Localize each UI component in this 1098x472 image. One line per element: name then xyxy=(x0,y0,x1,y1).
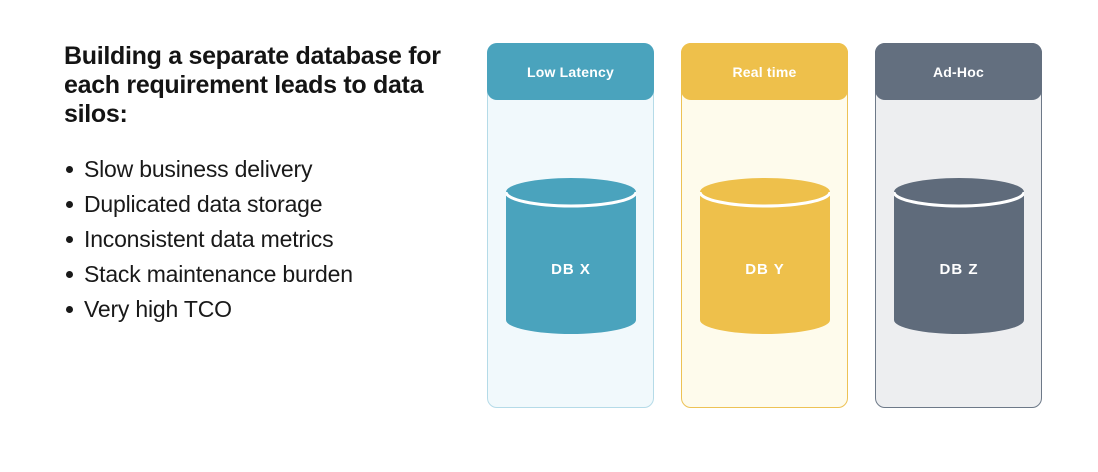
card-ad-hoc: Ad-Hoc DB Z xyxy=(875,43,1042,408)
database-cylinder-icon: DB Y xyxy=(699,178,830,334)
card-header-ad-hoc: Ad-Hoc xyxy=(875,43,1042,100)
card-real-time: Real time DB Y xyxy=(681,43,848,408)
database-cylinder-icon: DB Z xyxy=(893,178,1024,334)
pain-point-item: Inconsistent data metrics xyxy=(66,222,468,257)
card-header-low-latency: Low Latency xyxy=(487,43,654,100)
bullet-dot-icon xyxy=(66,201,73,208)
db-label: DB X xyxy=(551,261,591,278)
db-label: DB Z xyxy=(939,261,978,278)
bullet-dot-icon xyxy=(66,236,73,243)
intro-text-block: Building a separate database for each re… xyxy=(64,42,468,327)
pain-point-item: Slow business delivery xyxy=(66,152,468,187)
card-low-latency: Low Latency DB X xyxy=(487,43,654,408)
db-label: DB Y xyxy=(745,261,785,278)
bullet-dot-icon xyxy=(66,271,73,278)
intro-heading: Building a separate database for each re… xyxy=(64,42,441,128)
database-cylinder-icon: DB X xyxy=(505,178,636,334)
database-cards-row: Low Latency DB X Real time DB Y Ad-Hoc xyxy=(487,43,1042,408)
pain-point-item: Very high TCO xyxy=(66,292,468,327)
bullet-dot-icon xyxy=(66,306,73,313)
pain-point-label: Very high TCO xyxy=(84,296,232,322)
pain-point-label: Inconsistent data metrics xyxy=(84,226,334,252)
card-header-real-time: Real time xyxy=(681,43,848,100)
pain-point-label: Duplicated data storage xyxy=(84,191,323,217)
pain-point-label: Stack maintenance burden xyxy=(84,261,353,287)
pain-point-item: Stack maintenance burden xyxy=(66,257,468,292)
pain-point-label: Slow business delivery xyxy=(84,156,313,182)
pain-points-list: Slow business delivery Duplicated data s… xyxy=(64,152,468,327)
pain-point-item: Duplicated data storage xyxy=(66,187,468,222)
bullet-dot-icon xyxy=(66,166,73,173)
